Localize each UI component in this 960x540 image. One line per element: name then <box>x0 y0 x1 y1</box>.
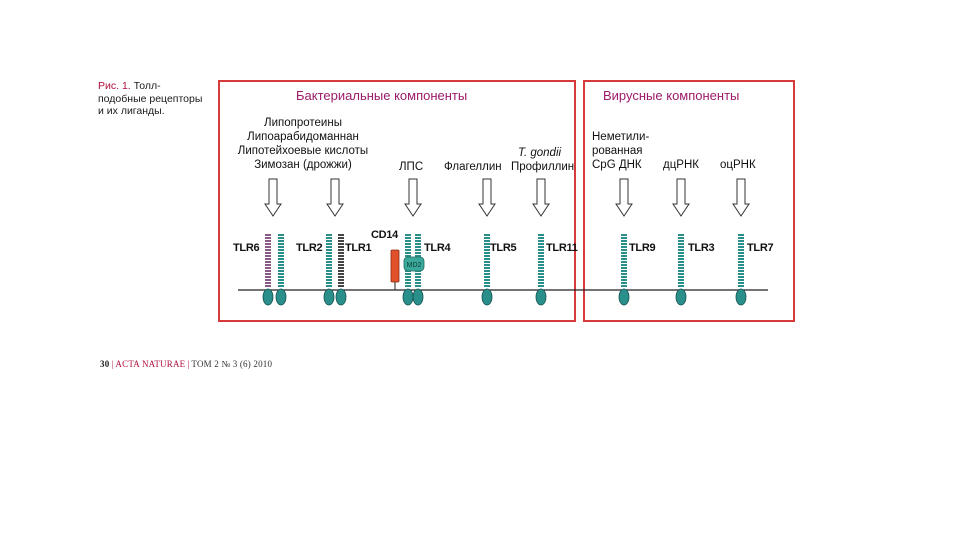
ligand-lipoteichoic-acids: Липотейхоевые кислоты <box>237 145 369 157</box>
ligand-profilin: Профиллин <box>511 161 575 173</box>
receptor-label-tlr2: TLR2 <box>296 242 323 254</box>
tlr6-partner-receptor <box>275 234 287 306</box>
tlr6-receptor <box>262 234 274 306</box>
caption-label: Рис. 1. <box>98 80 131 92</box>
arrow-tlr6 <box>264 178 282 217</box>
ligand-lps: ЛПС <box>399 161 424 173</box>
tlr5-receptor <box>481 234 493 306</box>
tlr11-receptor <box>535 234 547 306</box>
receptor-label-cd14: CD14 <box>371 229 398 241</box>
arrow-profilin <box>532 178 550 217</box>
tlr9-receptor <box>618 234 630 306</box>
ligand-cpg-line2: рованная <box>592 145 643 157</box>
tlr3-receptor <box>675 234 687 306</box>
receptor-label-tlr11: TLR11 <box>546 242 578 254</box>
md2-label: MD2 <box>407 262 422 269</box>
receptor-label-tlr5: TLR5 <box>490 242 517 254</box>
viral-panel-title: Вирусные компоненты <box>603 88 740 103</box>
ligand-t-gondii: T. gondii <box>518 147 562 159</box>
ligand-group-tlr2: Липопротеины Липоарабидоманнан Липотейхо… <box>228 116 378 172</box>
tlr7-receptor <box>735 234 747 306</box>
tlr1-receptor <box>335 234 347 306</box>
bacterial-components-panel <box>218 80 576 322</box>
ligand-dsrna: дцРНК <box>663 159 699 171</box>
viral-components-panel <box>583 80 795 322</box>
receptor-label-tlr1: TLR1 <box>345 242 372 254</box>
ligand-ssrna: оцРНК <box>720 159 756 171</box>
ligand-lipoarabinomannan: Липоарабидоманнан <box>247 131 359 143</box>
ligand-zymosan: Зимозан (дрожжи) <box>254 159 352 171</box>
receptor-label-tlr4: TLR4 <box>424 242 451 254</box>
figure-caption: Рис. 1. Толл-подобные рецепторы и их лиг… <box>98 80 208 118</box>
receptor-label-tlr7: TLR7 <box>747 242 774 254</box>
footer-journal: ACTA NATURAE <box>115 359 186 369</box>
tlr2-receptor <box>323 234 335 306</box>
cd14-bar <box>390 249 400 283</box>
arrow-flagellin <box>478 178 496 217</box>
ligand-cpg-dna: Неметили- рованная CpG ДНК <box>592 130 649 172</box>
md2-block <box>403 256 425 272</box>
ligand-cpg-line1: Неметили- <box>592 131 650 143</box>
caption-text: Толл-подобные рецепторы и их лиганды. <box>98 80 203 117</box>
ligand-cpg-line3: CpG ДНК <box>592 159 642 171</box>
footer-page-number: 30 <box>100 359 110 369</box>
arrow-tlr2 <box>326 178 344 217</box>
receptor-label-tlr3: TLR3 <box>688 242 715 254</box>
footer-volume: ТОМ 2 № 3 (6) 2010 <box>191 359 273 369</box>
receptor-label-tlr6: TLR6 <box>233 242 260 254</box>
arrow-dsrna <box>672 178 690 217</box>
ligand-lipoproteins: Липопротеины <box>264 117 342 129</box>
ligand-flagellin: Флагеллин <box>444 161 502 173</box>
arrow-cpg <box>615 178 633 217</box>
bacterial-panel-title: Бактериальные компоненты <box>296 88 468 103</box>
arrow-lps <box>404 178 422 217</box>
receptor-label-tlr9: TLR9 <box>629 242 656 254</box>
page-footer: 30|ACTA NATURAE|ТОМ 2 № 3 (6) 2010 <box>100 359 273 369</box>
arrow-ssrna <box>732 178 750 217</box>
